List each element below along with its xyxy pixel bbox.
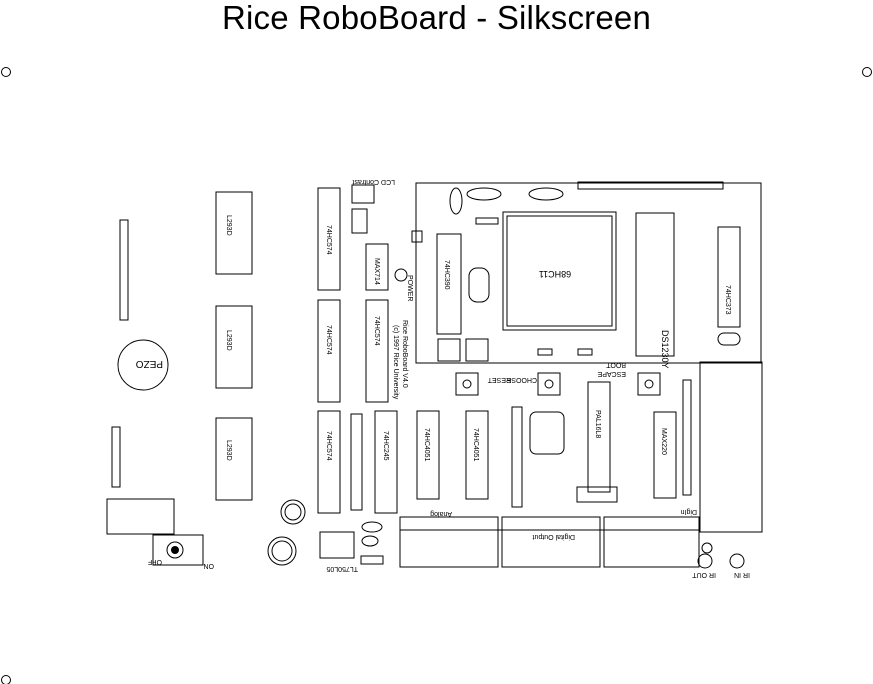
on-label: ON: [204, 562, 215, 569]
u-max220-label: MAX220: [660, 428, 667, 455]
oscillator: [529, 411, 565, 455]
escape-label: ESCAPE: [597, 370, 626, 377]
regulator: [319, 531, 355, 559]
power-label: POWER: [406, 275, 413, 301]
off-label: OFF: [148, 558, 162, 565]
lcd-contrast-pot: [351, 184, 375, 204]
l293d-a: [215, 191, 253, 275]
u-pal16l8: [587, 381, 611, 493]
switch-reset: [455, 372, 479, 396]
switch-choose: [537, 372, 561, 396]
analog-header: [399, 516, 499, 568]
u-pal-label: PAL16L8: [594, 410, 601, 438]
reset-label: RESET: [487, 376, 511, 383]
mounting-hole-top-left: [1, 67, 11, 77]
piezo-label: PEZO: [136, 358, 163, 369]
page-title: Rice RoboBoard - Silkscreen: [221, 0, 652, 36]
l293d-b: [215, 305, 253, 389]
choose-label: CHOOSE: [506, 376, 537, 383]
u-74hc574-b-label: 74HC574: [325, 325, 332, 355]
l293d-a-label: L293D: [225, 215, 232, 236]
inductor-l1: [267, 536, 297, 566]
u-74hc574-b: [317, 299, 341, 403]
digital-output-header: [501, 516, 601, 568]
u-74hc4051-b-label: 74HC4051: [472, 428, 479, 462]
u-74hc373-label: 74HC373: [724, 285, 731, 315]
ir-in-label: IR IN: [734, 571, 750, 578]
digital-output-label: Digital Output: [533, 533, 575, 540]
boot-label: BOOT: [605, 361, 626, 368]
left-connector: [119, 219, 129, 321]
ram-label: DS1230Y: [660, 330, 670, 369]
u-74hc373: [717, 226, 741, 328]
inductor-l2: [280, 499, 306, 525]
u-74hc390: [436, 233, 462, 335]
mcu-68hc11: [502, 211, 617, 331]
board-credit-2: (c) 1997 Rice University: [392, 325, 399, 400]
u-max220: [653, 411, 677, 499]
power-jack: [106, 498, 175, 535]
l293d-c: [215, 417, 253, 501]
analog-label: Analog: [430, 510, 452, 517]
u-74hc574-c: [365, 299, 389, 403]
mcu-module-outline: [415, 182, 762, 364]
l293d-c-label: L293D: [225, 440, 232, 461]
u-74hc574-d: [317, 410, 341, 514]
u-max714-label: MAX714: [373, 258, 380, 285]
u-74hc574-a: [317, 187, 341, 291]
regulator-label: TL750L05: [326, 565, 358, 572]
u-74hc4051-a: [416, 410, 440, 500]
mounting-hole-bottom-left: [1, 675, 11, 684]
switch-escape: [637, 372, 661, 396]
resistor-pack-a: [350, 413, 363, 511]
u-74hc390-label: 74HC390: [443, 260, 450, 290]
serial-connector: [699, 361, 763, 533]
u-max714: [365, 243, 389, 291]
digital-input-header: [603, 516, 700, 568]
top-header-strip: [577, 181, 724, 190]
header-j2: [437, 338, 461, 362]
u-74hc245-label: 74HC245: [382, 431, 389, 461]
u-74hc574-a-label: 74HC574: [325, 225, 332, 255]
lcd-contrast-label: LCD Contrast: [353, 178, 395, 185]
ir-out-label: IR OUT: [692, 571, 716, 578]
mounting-hole-top-right: [862, 67, 872, 77]
u-74hc574-c-label: 74HC574: [373, 316, 380, 346]
u-74hc4051-a-label: 74HC4051: [423, 428, 430, 462]
u-74hc245: [374, 410, 398, 514]
ram-ds1230y: [635, 212, 675, 357]
l293d-b-label: L293D: [225, 330, 232, 351]
mcu-label: 68HC11: [539, 269, 571, 279]
crystal-x1: [468, 267, 490, 303]
board-credit-1: Rice RoboBoard V4.0: [401, 320, 408, 388]
piezo-buzzer: [117, 339, 169, 391]
header-j3: [465, 338, 489, 362]
digin-label: DigIn: [681, 508, 697, 515]
u-74hc574-d-label: 74HC574: [325, 431, 332, 461]
u-74hc4051-b: [465, 410, 489, 500]
